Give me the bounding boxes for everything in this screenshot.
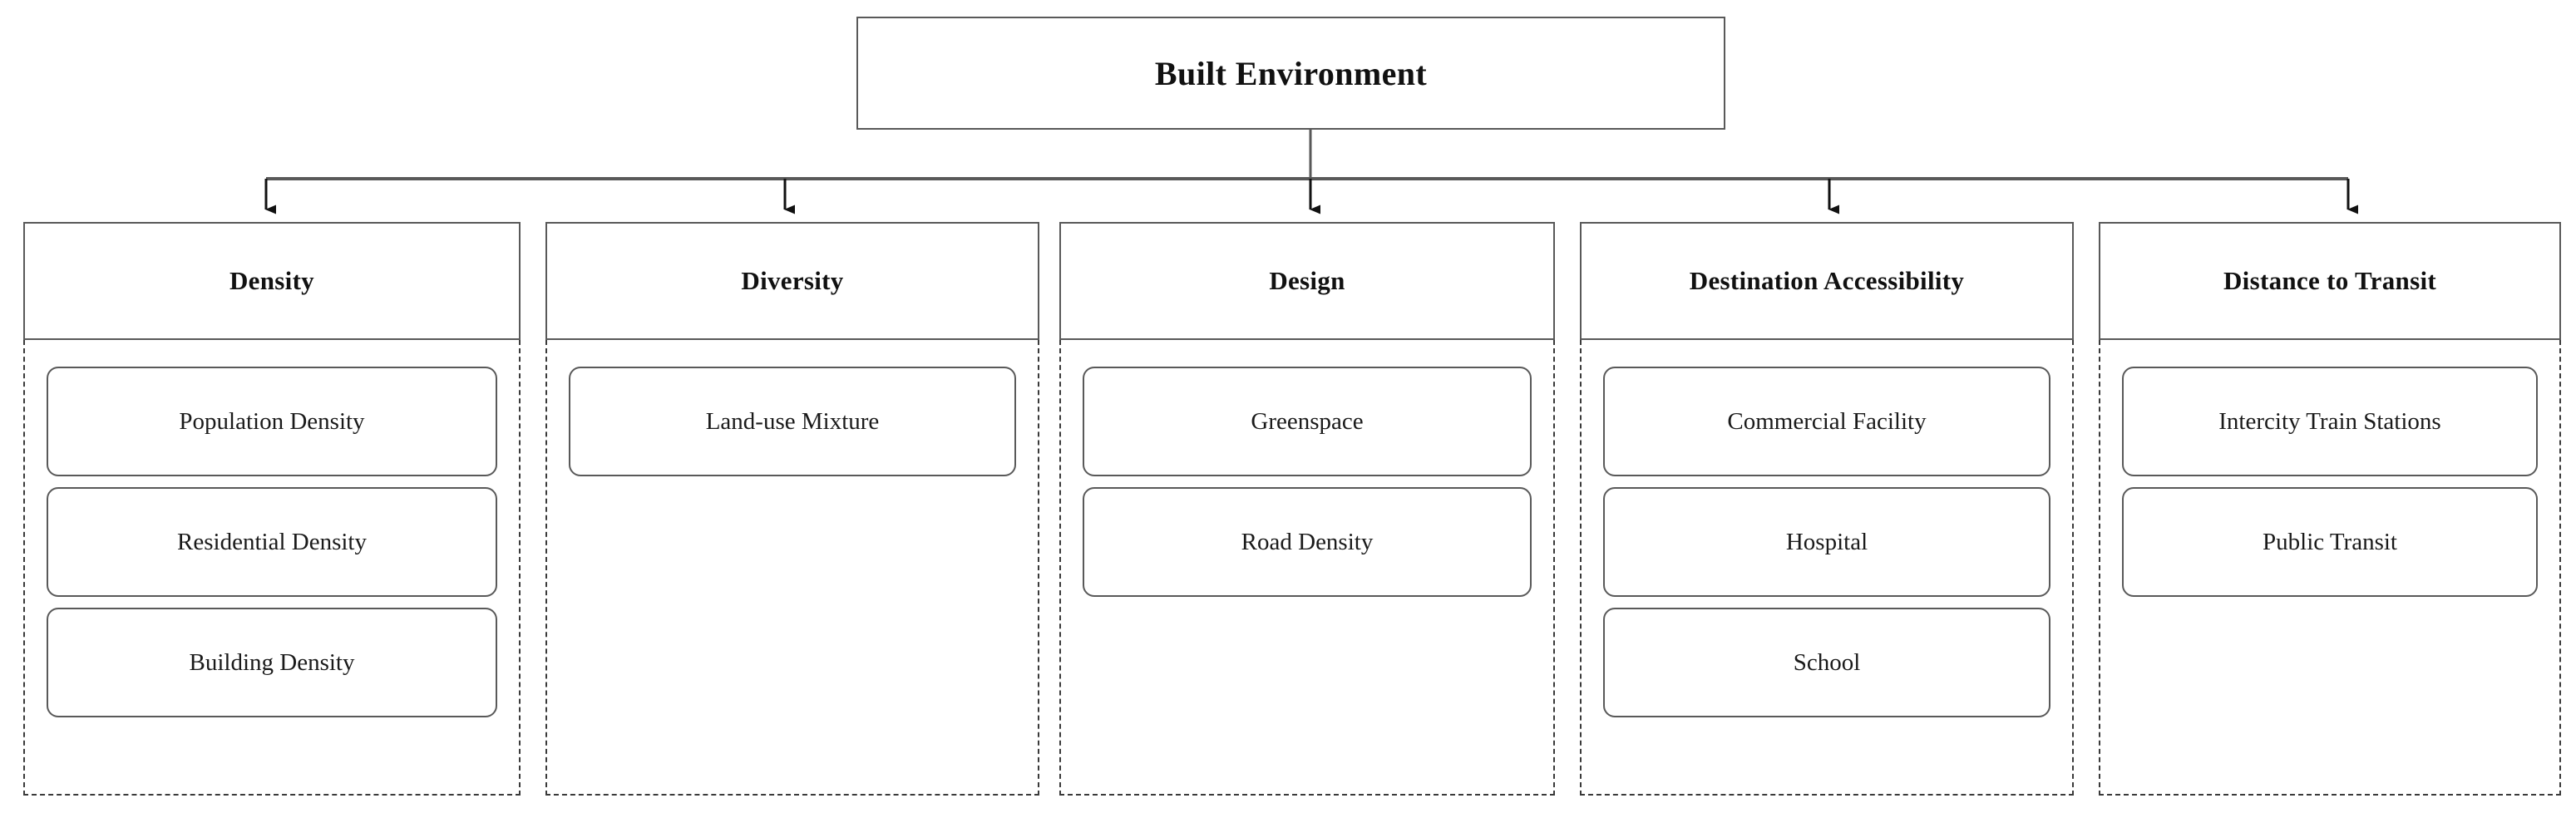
item-building-density[interactable]: Building Density xyxy=(47,608,497,717)
item-label: Road Density xyxy=(1241,528,1374,555)
item-label: Hospital xyxy=(1785,528,1868,555)
item-label: Residential Density xyxy=(177,528,367,555)
root-node-label: Built Environment xyxy=(1154,54,1428,92)
category-column-distance-to-transit: Distance to Transit Intercity Train Stat… xyxy=(2099,222,2561,796)
category-items-design: Greenspace Road Density xyxy=(1059,340,1555,796)
category-items-density: Population Density Residential Density B… xyxy=(23,340,521,796)
item-label: Commercial Facility xyxy=(1727,407,1927,435)
category-items-distance-to-transit: Intercity Train Stations Public Transit xyxy=(2099,340,2561,796)
category-label: Diversity xyxy=(741,266,844,295)
category-column-design: Design Greenspace Road Density xyxy=(1059,222,1555,796)
item-public-transit[interactable]: Public Transit xyxy=(2122,487,2538,597)
category-items-destination-accessibility: Commercial Facility Hospital School xyxy=(1580,340,2074,796)
item-greenspace[interactable]: Greenspace xyxy=(1083,367,1532,476)
item-label: Population Density xyxy=(179,407,365,435)
category-header-distance-to-transit[interactable]: Distance to Transit xyxy=(2099,222,2561,340)
category-items-diversity: Land-use Mixture xyxy=(545,340,1039,796)
category-column-destination-accessibility: Destination Accessibility Commercial Fac… xyxy=(1580,222,2074,796)
item-label: School xyxy=(1793,648,1861,676)
category-header-design[interactable]: Design xyxy=(1059,222,1555,340)
category-column-diversity: Diversity Land-use Mixture xyxy=(545,222,1039,796)
item-label: Intercity Train Stations xyxy=(2218,407,2441,435)
category-label: Density xyxy=(229,266,314,295)
category-header-density[interactable]: Density xyxy=(23,222,521,340)
item-label: Public Transit xyxy=(2263,528,2397,555)
item-intercity-train-stations[interactable]: Intercity Train Stations xyxy=(2122,367,2538,476)
item-label: Building Density xyxy=(189,648,355,676)
item-school[interactable]: School xyxy=(1603,608,2050,717)
category-header-diversity[interactable]: Diversity xyxy=(545,222,1039,340)
root-node-built-environment[interactable]: Built Environment xyxy=(856,17,1725,130)
item-road-density[interactable]: Road Density xyxy=(1083,487,1532,597)
category-column-density: Density Population Density Residential D… xyxy=(23,222,521,796)
item-land-use-mixture[interactable]: Land-use Mixture xyxy=(569,367,1016,476)
category-label: Destination Accessibility xyxy=(1689,266,1965,295)
item-hospital[interactable]: Hospital xyxy=(1603,487,2050,597)
category-header-destination-accessibility[interactable]: Destination Accessibility xyxy=(1580,222,2074,340)
item-population-density[interactable]: Population Density xyxy=(47,367,497,476)
category-label: Distance to Transit xyxy=(2223,266,2436,295)
item-label: Land-use Mixture xyxy=(705,407,880,435)
item-label: Greenspace xyxy=(1251,407,1364,435)
category-label: Design xyxy=(1269,266,1345,295)
item-residential-density[interactable]: Residential Density xyxy=(47,487,497,597)
item-commercial-facility[interactable]: Commercial Facility xyxy=(1603,367,2050,476)
